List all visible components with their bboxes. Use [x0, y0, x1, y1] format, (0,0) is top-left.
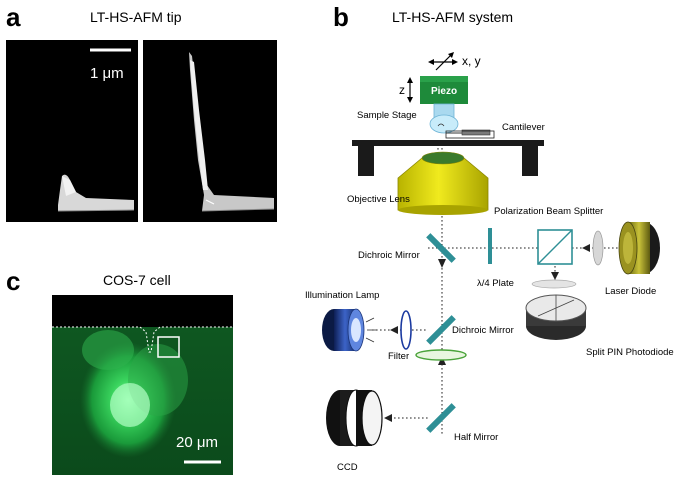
panel-a-title: LT-HS-AFM tip: [90, 9, 182, 25]
objective-lens-label: Objective Lens: [347, 194, 410, 205]
illumination-lamp-label: Illumination Lamp: [305, 290, 379, 301]
half-mirror-label: Half Mirror: [454, 432, 498, 443]
filter: [400, 310, 412, 350]
panel-b-title: LT-HS-AFM system: [392, 9, 513, 25]
panel-a-scale-label: 1 μm: [90, 65, 124, 82]
dichroic-mirror-1-label: Dichroic Mirror: [358, 250, 420, 261]
polarization-beam-splitter: [537, 229, 573, 265]
panel-b-letter: b: [333, 2, 349, 32]
piezo-label: Piezo: [431, 86, 457, 97]
cantilever: [445, 129, 495, 139]
sample-stage-label: Sample Stage: [357, 110, 417, 121]
laser-diode: [618, 221, 660, 275]
dichroic-mirror-2: [426, 315, 456, 345]
panel-c: c COS-7 cell 20 μm: [6, 266, 233, 475]
filter-label: Filter: [388, 351, 409, 362]
pbs-label: Polarization Beam Splitter: [494, 206, 603, 217]
ccd-camera: [326, 389, 383, 447]
panel-c-scale-label: 20 μm: [176, 434, 218, 451]
ccd-label: CCD: [337, 462, 358, 473]
z-label: z: [399, 83, 405, 97]
quarter-wave-plate: [488, 228, 492, 264]
panel-c-title: COS-7 cell: [103, 272, 171, 288]
dichroic-mirror-2-label: Dichroic Mirror: [452, 325, 514, 336]
xy-label: x, y: [462, 54, 481, 68]
emission-filter: [415, 349, 467, 361]
stage-plate: [352, 140, 544, 176]
objective-lens: [397, 151, 489, 215]
dichroic-mirror-1: [426, 233, 456, 263]
sem-image-left: [6, 40, 138, 222]
laser-diode-label: Laser Diode: [605, 286, 656, 297]
panel-c-letter: c: [6, 266, 20, 296]
illumination-lamp: [322, 308, 376, 352]
sample-stage: [429, 103, 459, 134]
split-pin-label: Split PIN Photodiode: [586, 347, 674, 358]
panel-a-letter: a: [6, 2, 21, 32]
panel-a: a LT-HS-AFM tip 1 μm: [6, 2, 277, 222]
collimating-lens: [592, 230, 604, 266]
fluorescence-image: [52, 295, 233, 475]
quarter-wave-plate-label: λ/4 Plate: [477, 278, 514, 289]
piezo-block: Piezo: [420, 76, 468, 104]
xy-axis-icon: [428, 52, 458, 71]
z-axis-icon: [407, 77, 413, 103]
cantilever-label: Cantilever: [502, 122, 545, 133]
half-mirror: [426, 403, 456, 433]
split-pin-photodiode: [525, 294, 587, 340]
focusing-lens: [531, 279, 577, 289]
sem-image-right: [143, 40, 277, 222]
panel-b: b LT-HS-AFM system x, y: [305, 2, 674, 473]
